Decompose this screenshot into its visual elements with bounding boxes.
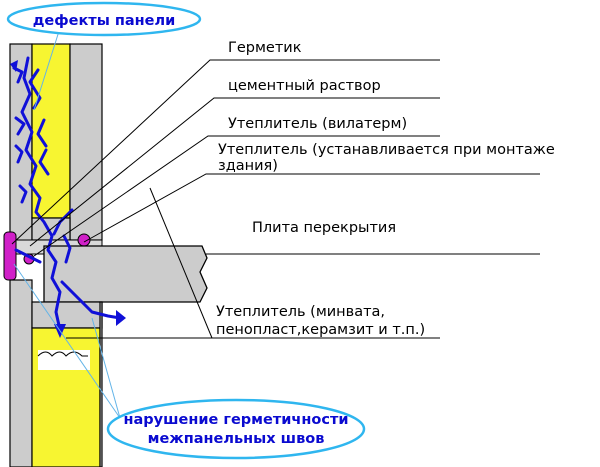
leader-lines <box>11 59 540 339</box>
sealant-strip <box>3 231 17 281</box>
component-labels: Герметик цементный раствор Утеплитель (в… <box>216 40 555 338</box>
label-cement-mortar: цементный раствор <box>228 78 381 94</box>
leader-cement-mortar <box>29 97 440 247</box>
upper-panel-inner-layer <box>69 43 103 241</box>
label-insulation-mineral-line2: пенопласт,керамзит и т.п.) <box>216 322 425 338</box>
leak-branch-4 <box>36 118 48 148</box>
leak-branch-1 <box>12 66 24 84</box>
callout-seal-violation-line2: межпанельных швов <box>148 431 325 447</box>
leak-branch-9 <box>14 248 42 264</box>
leak-branch-7 <box>18 184 28 204</box>
leak-branch-5 <box>14 144 24 164</box>
lower-panel-inner-layer <box>99 301 103 467</box>
callout-line-seal-violation-1 <box>13 263 121 419</box>
label-sealant: Герметик <box>228 40 302 56</box>
lower-panel-insulation-edge <box>37 351 88 357</box>
label-insulation-installed-line1: Утеплитель (устанавливается при монтаже <box>218 142 555 158</box>
leak-branch-6 <box>38 148 50 176</box>
leader-installed-insulation <box>83 173 540 243</box>
callout-seal-violation-bubble <box>106 398 366 460</box>
callout-seal-violation: нарушение герметичности межпанельных шво… <box>106 398 366 460</box>
callout-panel-defects-bubble <box>6 1 202 37</box>
leak-arrowhead-top-left <box>10 60 18 72</box>
lower-panel-insulation-gap <box>38 350 90 370</box>
leak-arrowhead-right <box>116 310 126 326</box>
callout-line-panel-defects <box>33 27 61 111</box>
callout-lines <box>13 27 121 419</box>
lower-wall-panel <box>9 279 103 467</box>
lower-panel-insulation <box>31 327 101 467</box>
callout-seal-violation-line1: нарушение герметичности <box>123 412 348 428</box>
water-leak-path <box>12 56 122 332</box>
lower-panel-outer-layer <box>9 279 33 467</box>
label-floor-slab: Плита перекрытия <box>252 220 396 236</box>
leak-branch-2 <box>28 68 42 110</box>
leak-branch-11 <box>62 234 72 264</box>
label-insulation-installed-line2: здания) <box>218 158 278 174</box>
leader-vilaterm <box>33 135 440 257</box>
leak-branch-3 <box>14 116 26 136</box>
label-insulation-vilaterm: Утеплитель (вилатерм) <box>228 116 407 132</box>
leader-mineral-insulation-arrow <box>149 187 213 339</box>
callout-panel-defects-text: дефекты панели <box>33 13 176 29</box>
callout-line-seal-violation-2 <box>91 317 121 419</box>
callout-panel-defects: дефекты панели <box>6 1 202 37</box>
leader-sealant <box>11 59 440 245</box>
label-insulation-mineral-line1: Утеплитель (минвата, <box>216 304 385 320</box>
leak-main-stream <box>20 56 62 332</box>
leak-branch-10 <box>60 280 122 320</box>
